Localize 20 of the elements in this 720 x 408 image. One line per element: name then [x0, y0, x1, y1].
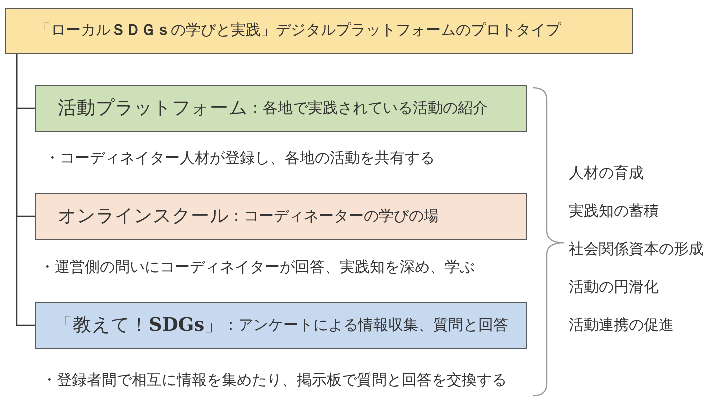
platform-box	[35, 85, 527, 132]
heading-text: オンラインスクール	[58, 206, 229, 228]
platform-box	[35, 302, 527, 349]
header-box	[5, 8, 633, 54]
connector-line	[16, 54, 35, 326]
outcome-text: 社会関係資本の形成	[569, 240, 704, 258]
outcome-text: 人材の育成	[569, 164, 644, 182]
outcome-text: 活動連携の促進	[569, 316, 674, 334]
platform-box	[35, 193, 527, 240]
outcome-text: 活動の円滑化	[569, 278, 659, 296]
heading-text: 活動プラットフォーム	[58, 98, 248, 120]
description-text: ・運営側の問いにコーディネイターが回答、実践知を深め、学ぶ	[40, 259, 475, 277]
subheading-text: ：アンケートによる情報収集、質問と回答	[224, 316, 509, 334]
description-text: ・登録者間で相互に情報を集めたり、掲示板で質問と回答を交換する	[42, 372, 507, 390]
description-text: ・コーディネイター人材が登録し、各地の活動を共有する	[45, 150, 435, 168]
header-text: 「ローカルＳＤＧｓの学びと実践」デジタルプラットフォームのプロトタイプ	[36, 22, 561, 40]
subheading-text: ：各地で実践されている活動の紹介	[248, 100, 488, 118]
heading-text: 「教えて！SDGs」	[54, 314, 224, 336]
outcome-text: 実践知の蓄積	[569, 202, 659, 220]
subheading-text: ：コーディネーターの学びの場	[229, 208, 439, 226]
